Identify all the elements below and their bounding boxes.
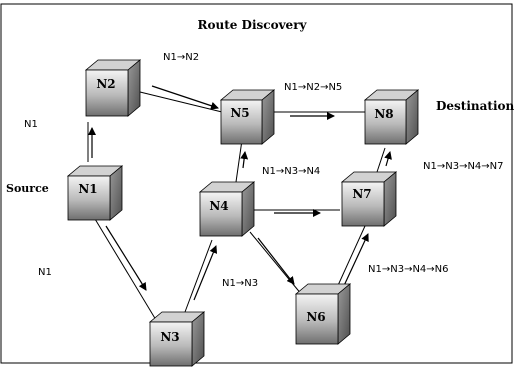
arrow-n7-n8 (384, 151, 392, 167)
node-label-n8: N8 (374, 107, 393, 121)
link-n1-n3 (91, 213, 157, 321)
node-label-n1: N1 (78, 182, 97, 196)
link-n7-n8 (376, 147, 386, 173)
route-n1-n3-n4-n6: N1→N3→N4→N6 (368, 264, 449, 275)
n1-lower-label: N1 (38, 267, 52, 278)
route-n1-n2-n5: N1→N2→N5 (284, 82, 342, 93)
link-n6-n7 (334, 225, 366, 293)
node-n7[interactable]: N7 (340, 171, 398, 227)
links (87, 91, 386, 321)
route-n1-n2: N1→N2 (163, 52, 199, 63)
route-n1-n3-n4-up: N1→N3→N4 (262, 166, 320, 177)
arrow-n3-n4 (193, 245, 218, 301)
node-n1[interactable]: N1 (66, 165, 124, 221)
node-n6[interactable]: N6 (294, 283, 352, 345)
destination-label: Destination (436, 99, 514, 113)
n1-upper-label: N1 (24, 119, 38, 130)
node-label-n2: N2 (96, 77, 115, 91)
node-label-n3: N3 (160, 330, 179, 344)
diagram-title: Route Discovery (198, 18, 308, 32)
link-n3-n4 (184, 239, 213, 313)
arrow-n4-n6 (257, 237, 295, 285)
node-n4[interactable]: N4 (198, 181, 256, 237)
link-n4-n5 (235, 139, 243, 183)
route-n1-n3-n4-n7: N1→N3→N4→N7 (423, 161, 504, 172)
link-n2-n5 (139, 91, 223, 113)
node-n3[interactable]: N3 (148, 311, 206, 367)
arrow-n1-n3 (105, 225, 147, 291)
arrow-n2-n5 (151, 85, 219, 110)
arrow-n4-n5 (240, 151, 249, 169)
node-label-n6: N6 (306, 310, 325, 324)
route-n1-n3: N1→N3 (222, 278, 258, 289)
node-label-n5: N5 (230, 106, 249, 120)
node-label-n7: N7 (352, 187, 371, 201)
node-n5[interactable]: N5 (219, 89, 276, 145)
source-label: Source (6, 182, 49, 195)
node-n2[interactable]: N2 (84, 59, 142, 117)
arrow-n6-n7 (341, 233, 369, 291)
arrows (88, 85, 392, 301)
diagram-frame (0, 3, 513, 364)
node-n8[interactable]: N8 (363, 89, 420, 145)
node-label-n4: N4 (209, 199, 228, 213)
